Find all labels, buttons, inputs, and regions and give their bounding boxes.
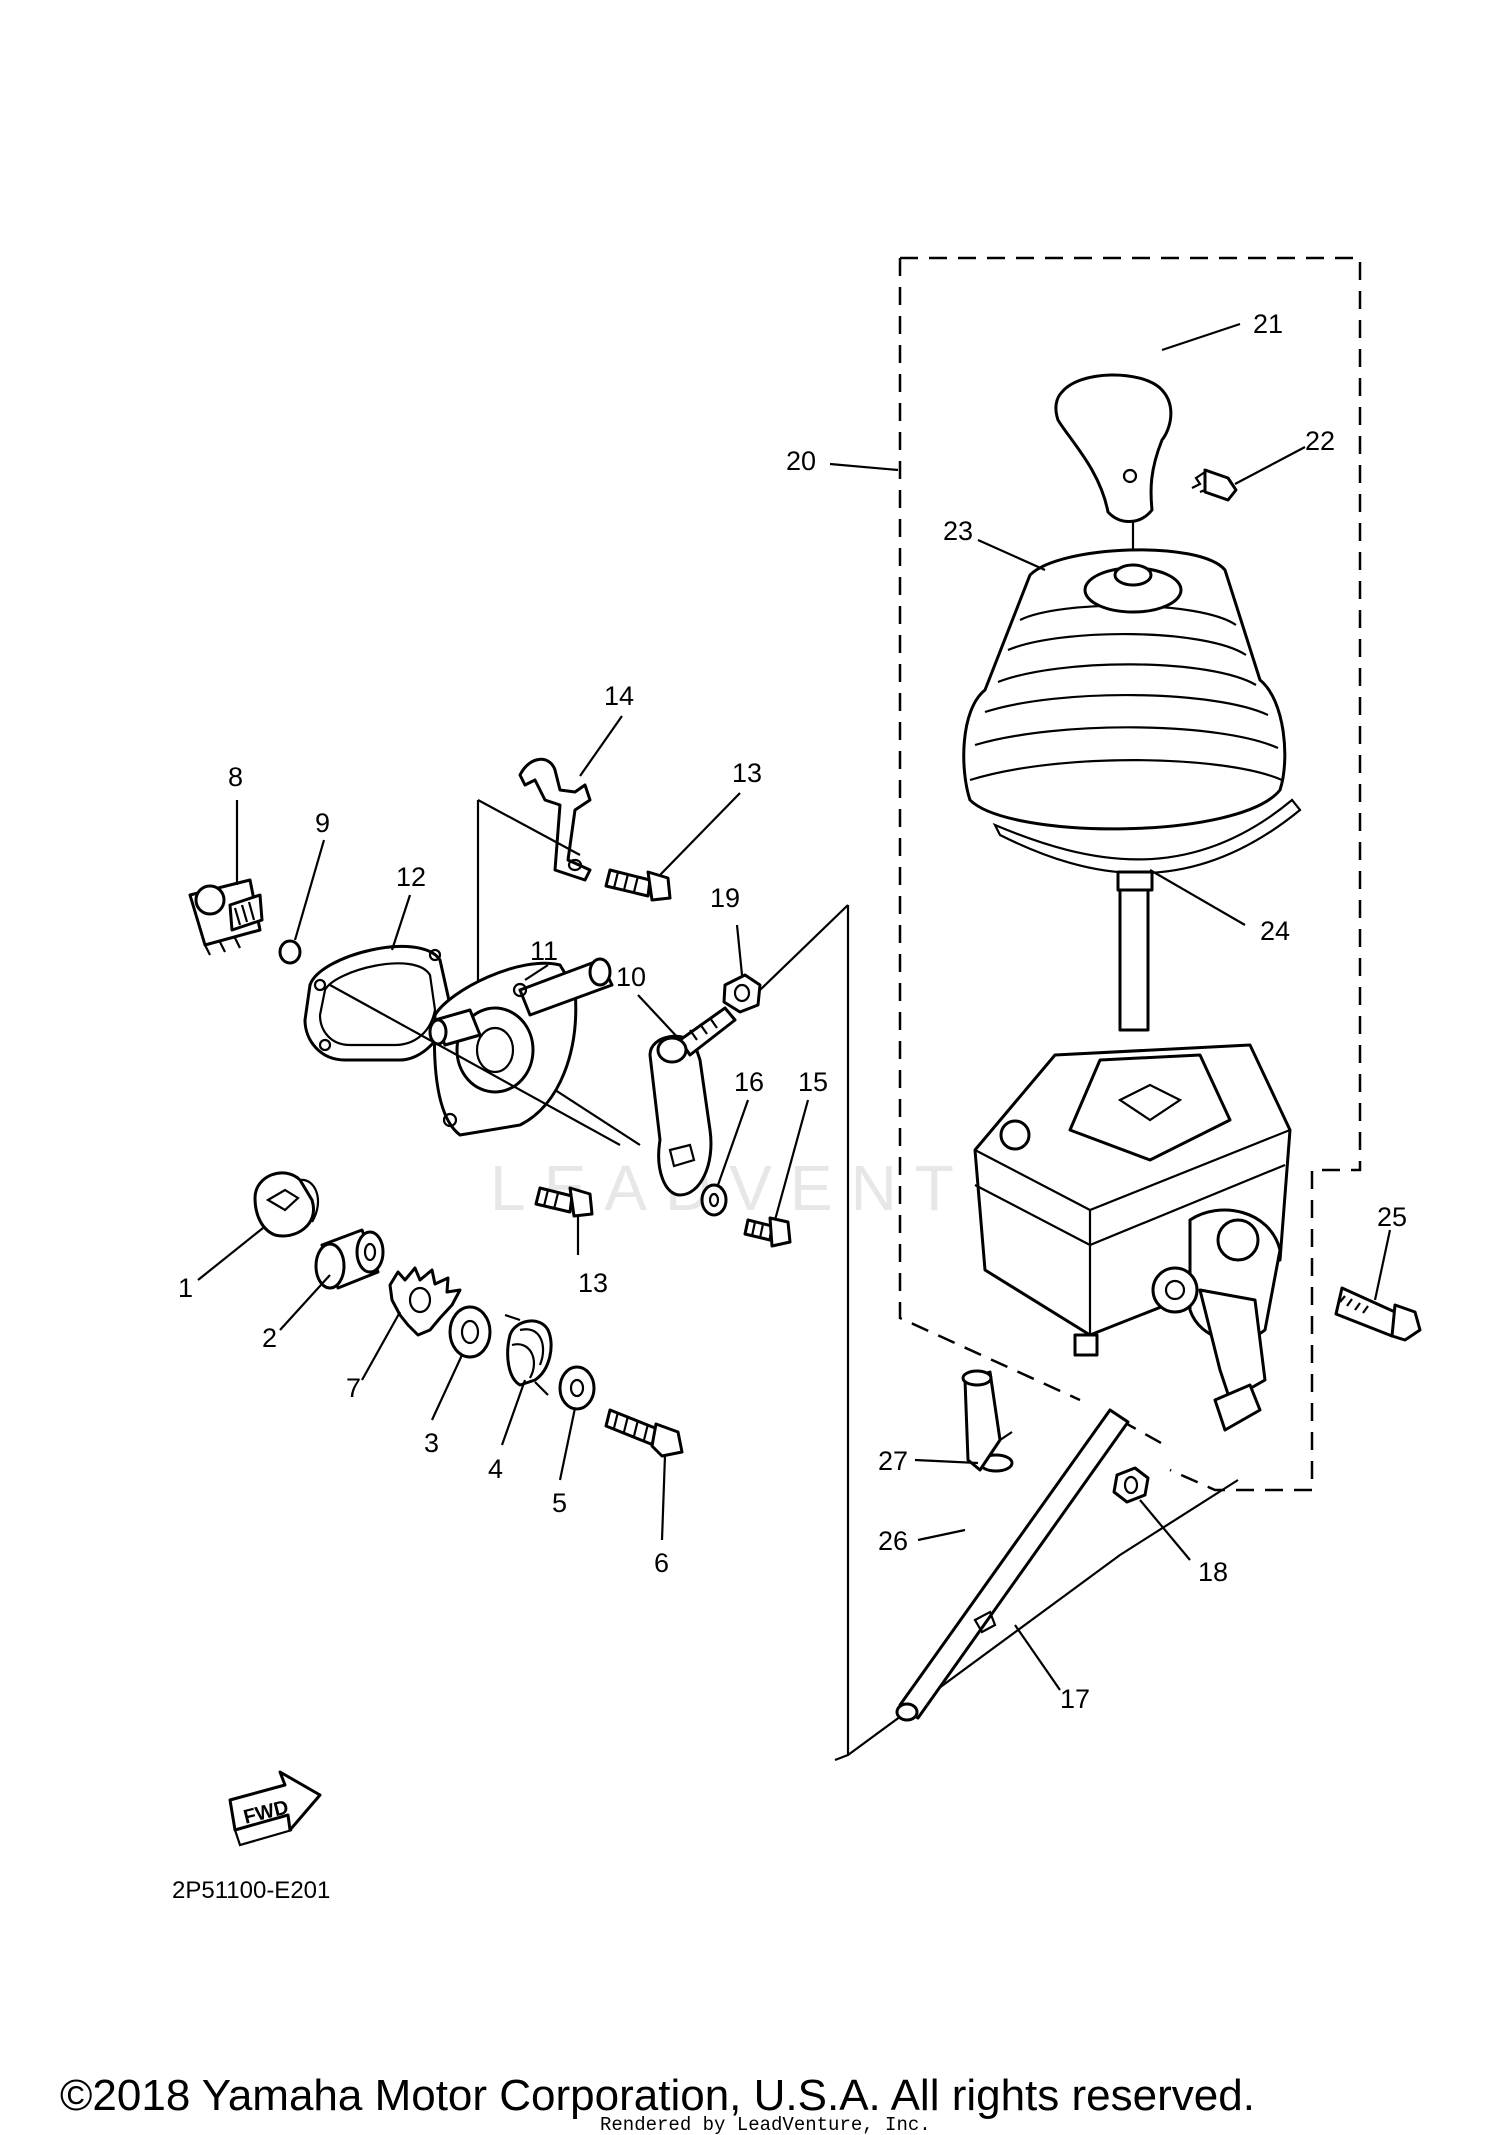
nut-19[interactable] (722, 973, 762, 1014)
callout-7: 7 (346, 1373, 361, 1403)
callout-2: 2 (262, 1323, 277, 1353)
boot-wire-clip[interactable] (992, 798, 1302, 875)
fwd-direction-badge: FWD (228, 1770, 322, 1847)
callout-27: 27 (878, 1446, 908, 1476)
washer-5[interactable] (558, 1365, 596, 1411)
shift-lever-rod[interactable] (1116, 870, 1154, 1032)
reference-line-right (834, 905, 850, 1762)
screw-15[interactable] (743, 1216, 792, 1248)
housing-bolt-25[interactable] (1334, 1286, 1422, 1342)
callout-21: 21 (1253, 309, 1283, 339)
callout-25: 25 (1377, 1202, 1407, 1232)
copyright-notice: ©2018 Yamaha Motor Corporation, U.S.A. A… (60, 2071, 1255, 2120)
callout-17: 17 (1060, 1684, 1090, 1714)
gasket-12[interactable] (303, 945, 452, 1062)
callout-22: 22 (1305, 426, 1335, 456)
bracket-axis (477, 799, 581, 856)
cover-11[interactable] (428, 957, 614, 1137)
shift-shaft-17[interactable] (895, 1408, 1130, 1722)
lever-arm-10[interactable] (648, 1006, 737, 1197)
callout-3: 3 (424, 1428, 439, 1458)
callout-6: 6 (654, 1548, 669, 1578)
callout-4: 4 (488, 1454, 503, 1484)
callout-24: 24 (1260, 916, 1290, 946)
sleeve-26[interactable] (961, 1369, 1002, 1472)
callout-5: 5 (552, 1488, 567, 1518)
callout-10: 10 (616, 962, 646, 992)
callout-19: 19 (710, 883, 740, 913)
callout-13-lower: 13 (578, 1268, 608, 1298)
cam-1[interactable] (253, 1171, 320, 1238)
callout-16: 16 (734, 1067, 764, 1097)
bolt-13-lower[interactable] (534, 1186, 594, 1218)
callout-26: 26 (878, 1526, 908, 1556)
callout-23: 23 (943, 516, 973, 546)
o-ring-9[interactable] (278, 939, 302, 965)
spring-4[interactable] (504, 1313, 553, 1396)
callout-numbers: 1 2 3 4 5 6 7 8 9 10 11 12 13 13 14 15 1… (178, 309, 1407, 1714)
callout-14: 14 (604, 681, 634, 711)
collar-2[interactable] (314, 1228, 385, 1290)
gear-7[interactable] (388, 1266, 462, 1337)
cover-axis (329, 984, 621, 1146)
callout-1: 1 (178, 1273, 193, 1303)
washer-3[interactable] (448, 1305, 492, 1359)
callout-8: 8 (228, 762, 243, 792)
callout-20: 20 (786, 446, 816, 476)
bracket-14[interactable] (518, 757, 592, 882)
knob-screw[interactable] (1191, 468, 1238, 502)
rendered-by-notice: Rendered by LeadVenture, Inc. (600, 2114, 931, 2135)
washer-16[interactable] (700, 1183, 728, 1217)
assembly-boundary (898, 256, 1362, 1492)
bolt-13-upper[interactable] (604, 868, 672, 902)
callout-13-upper: 13 (732, 758, 762, 788)
callout-9: 9 (315, 808, 330, 838)
shift-boot[interactable] (962, 548, 1287, 831)
leader-lines (197, 322, 1392, 1691)
callout-15: 15 (798, 1067, 828, 1097)
callout-11: 11 (530, 936, 558, 966)
position-sensor-8[interactable] (188, 878, 264, 956)
callout-12: 12 (396, 862, 426, 892)
shift-knob[interactable] (1054, 373, 1173, 523)
callout-18: 18 (1198, 1557, 1228, 1587)
linkage-axis (759, 904, 849, 991)
bolt-6[interactable] (604, 1408, 684, 1458)
drawing-code: 2P51100-E201 (172, 1877, 330, 1904)
nut-18[interactable] (1112, 1466, 1150, 1504)
shift-lever-housing[interactable] (973, 1043, 1292, 1432)
